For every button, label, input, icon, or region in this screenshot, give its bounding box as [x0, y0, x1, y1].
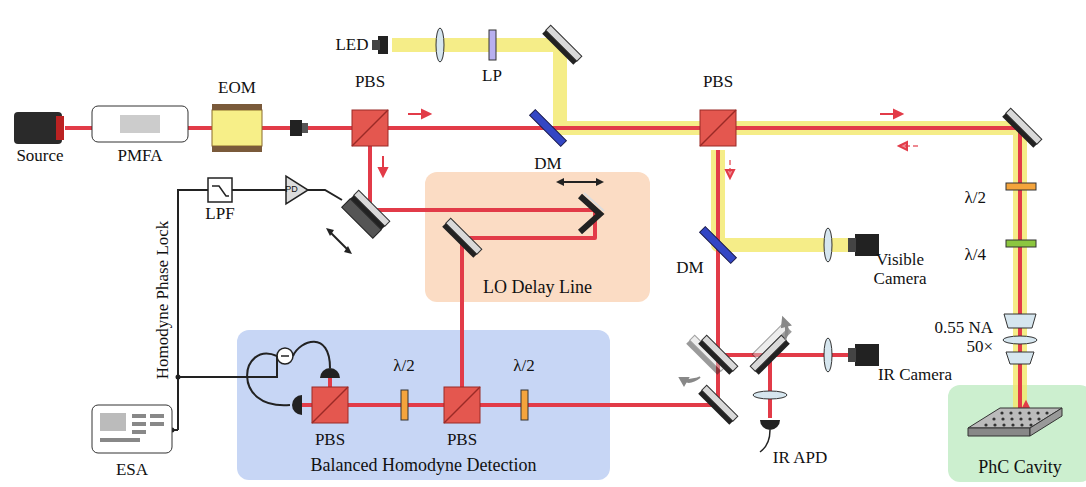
component-label: λ/2 [393, 357, 414, 376]
component-label: DM [534, 155, 561, 174]
component-label: PBS [315, 431, 345, 450]
panel-title: Balanced Homodyne Detection [237, 455, 610, 476]
component-label: PBS [703, 73, 733, 92]
amp-label: PD [285, 185, 298, 195]
component-label: LPF [205, 205, 234, 224]
component-label: DM [676, 259, 703, 278]
component-label: PBS [355, 73, 385, 92]
signal-label: Homodyne Phase Lock [154, 219, 173, 382]
component-label: ESA [116, 461, 148, 480]
component-label: Visible Camera [865, 251, 935, 288]
component-label: λ/2 [513, 357, 534, 376]
component-label: LP [482, 67, 502, 86]
component-label: IR Camera [878, 366, 952, 385]
component-label: LED [335, 36, 368, 55]
component-label: λ/2 [965, 189, 986, 208]
component-label: PBS [447, 431, 477, 450]
panel-title: PhC Cavity [948, 457, 1086, 478]
component-label: IR APD [773, 449, 827, 468]
component-label: EOM [218, 79, 256, 98]
component-label: PMFA [117, 147, 162, 166]
component-label: 0.55 NA 50× [927, 319, 993, 356]
panel-title: LO Delay Line [425, 277, 650, 298]
component-label: λ/4 [965, 246, 986, 265]
component-label: Source [16, 147, 63, 166]
